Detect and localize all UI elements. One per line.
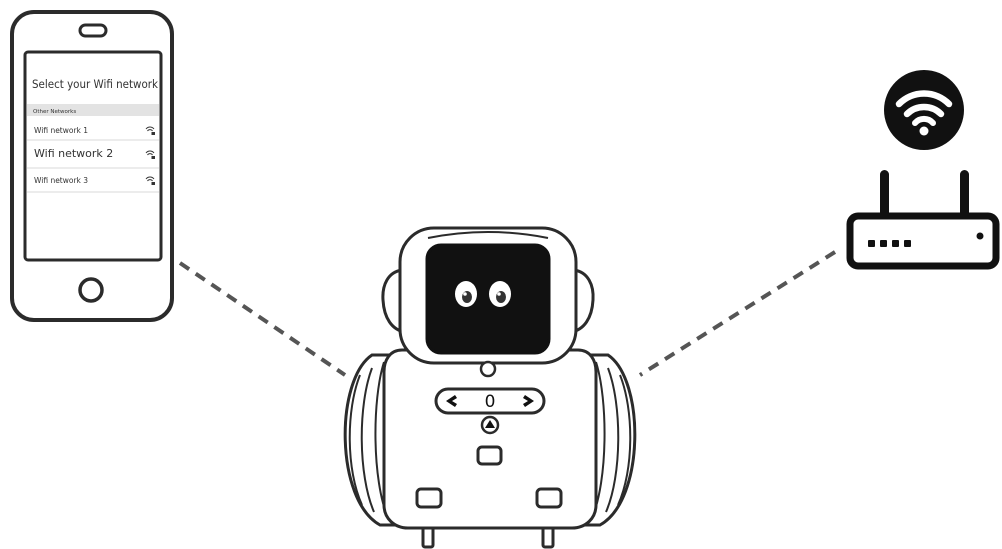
section-header-label: Other Networks (33, 109, 76, 115)
robot-square-button[interactable] (478, 447, 501, 464)
robot-camera (481, 362, 495, 376)
robot-eye-right (489, 281, 511, 307)
robot-panel-value: 0 (485, 392, 496, 412)
wifi-network-name[interactable]: Wifi network 3 (34, 176, 88, 185)
triangle-up-icon[interactable] (482, 417, 498, 433)
wifi-icon (884, 70, 964, 150)
wifi-router (850, 70, 996, 266)
router-antenna-right (960, 170, 969, 218)
robot-bottom-pad-right (537, 489, 561, 507)
robot-bottom-pad-left (417, 489, 441, 507)
wifi-network-name[interactable]: Wifi network 1 (34, 126, 88, 135)
robot-face-screen (427, 245, 549, 353)
home-button[interactable] (80, 279, 102, 301)
smartphone: Select your Wifi network Other Networks … (12, 12, 172, 320)
phone-to-robot-dashed-line (180, 263, 345, 375)
robot: 0 (345, 228, 635, 547)
speaker-slot (80, 25, 106, 36)
robot-eye-left (455, 281, 477, 307)
router-to-robot-dashed-line (640, 252, 835, 375)
router-power-led (977, 233, 984, 240)
router-antenna-left (880, 170, 889, 218)
wifi-screen-title: Select your Wifi network (32, 77, 158, 91)
wifi-network-name[interactable]: Wifi network 2 (34, 147, 113, 160)
